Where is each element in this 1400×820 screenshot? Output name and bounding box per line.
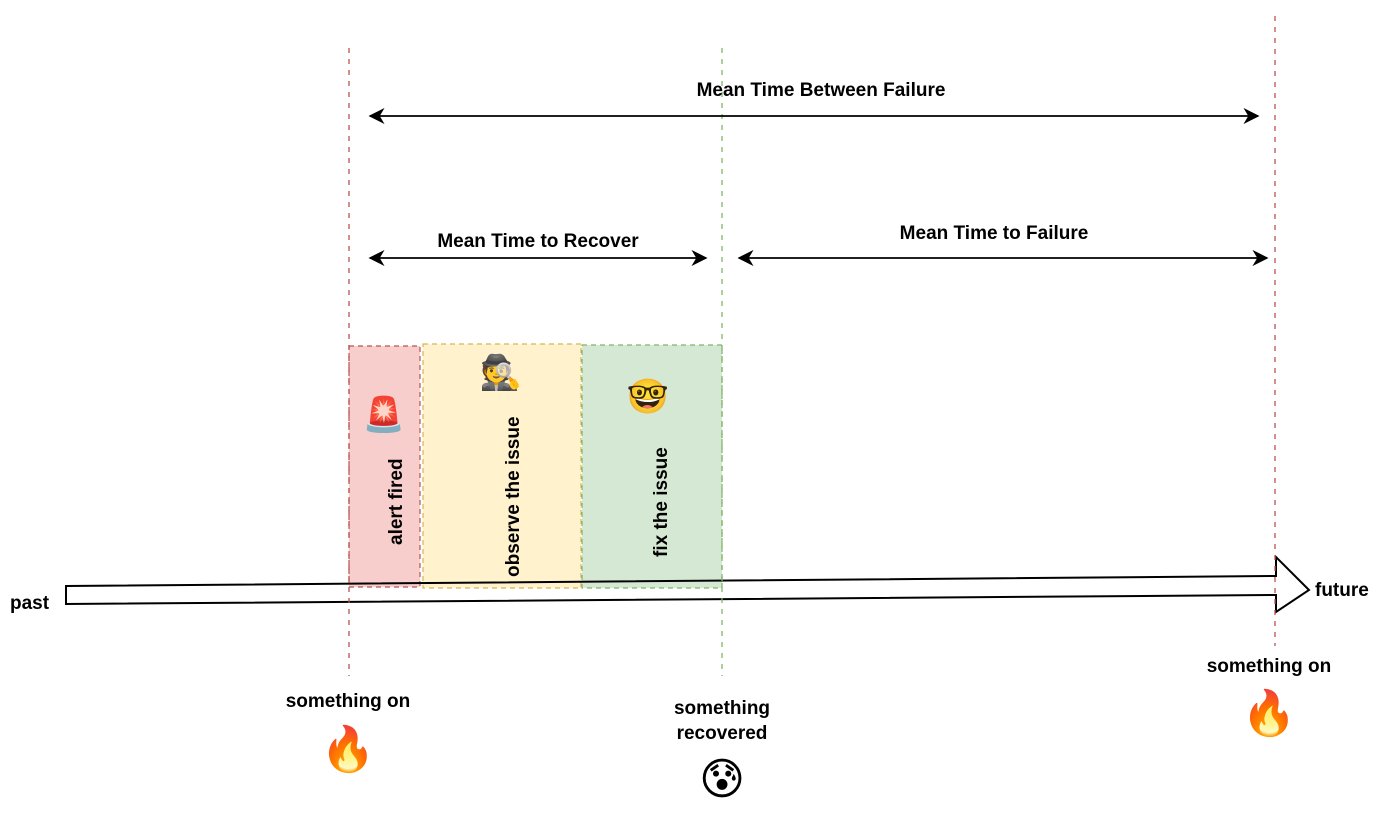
phase-label-fix: fix the issue	[651, 447, 672, 557]
event-label-recovered-line2: recovered	[676, 723, 768, 744]
span-label-mttf: Mean Time to Failure	[899, 223, 1089, 244]
event-label-recovered-line1: something	[673, 698, 771, 719]
police-light-icon: 🚨	[362, 396, 406, 434]
fire-icon: 🔥	[1241, 689, 1297, 738]
detective-icon: 🕵️	[479, 354, 523, 392]
anxious-face-icon: 😰	[699, 755, 745, 804]
phase-label-observe: observe the issue	[503, 416, 524, 577]
timeline-end-label: future	[1315, 580, 1369, 601]
span-label-mtbf: Mean Time Between Failure	[696, 80, 946, 101]
span-label-mttr: Mean Time to Recover	[437, 231, 639, 252]
event-label-failure-1: something on	[285, 691, 411, 712]
nerd-face-icon: 🤓	[626, 378, 670, 416]
phase-box-observe	[422, 343, 582, 589]
phase-box-alert	[348, 345, 421, 588]
timeline-start-label: past	[10, 593, 50, 614]
fire-icon: 🔥	[320, 725, 376, 774]
event-label-failure-2: something on	[1206, 656, 1332, 677]
phase-label-alert: alert fired	[386, 458, 407, 545]
timeline-arrow	[65, 554, 1311, 614]
